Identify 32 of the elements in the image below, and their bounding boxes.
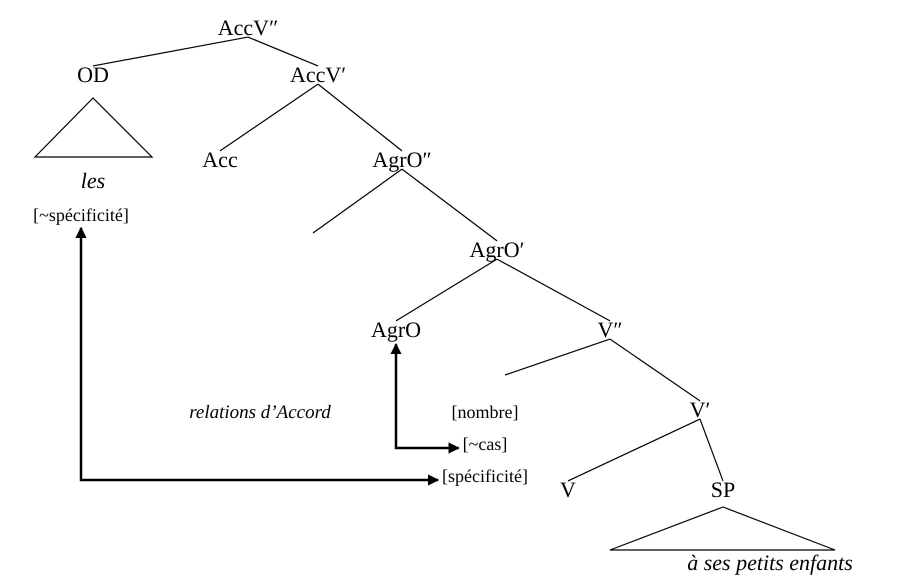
tree-branch	[318, 84, 402, 152]
category-label: AccV′	[290, 62, 346, 88]
category-label: AgrO	[370, 318, 422, 342]
tree-branch	[248, 36, 318, 66]
word-label: à ses petits enfants	[687, 550, 853, 576]
tree-branch	[402, 168, 498, 242]
double-arrow	[390, 342, 460, 454]
category-label: SP	[710, 478, 736, 502]
tree-branch	[396, 258, 498, 322]
tree-branch	[610, 338, 700, 402]
category-label: AccV″	[218, 16, 278, 40]
tree-branch	[699, 418, 724, 482]
category-label: V′	[690, 398, 710, 422]
annotation-label: relations d’Accord	[189, 402, 331, 424]
category-label: OD	[77, 62, 109, 88]
tree-branch	[504, 338, 610, 376]
tree-branch	[568, 418, 700, 482]
tree-branch	[220, 84, 318, 152]
tree-branch	[92, 36, 248, 66]
category-label: AgrO′	[470, 238, 524, 262]
double-arrow	[75, 226, 440, 486]
category-label: V	[560, 478, 576, 502]
feature-label: [~spécificité]	[33, 206, 129, 226]
feature-label: [~cas]	[462, 435, 508, 455]
tree-branch	[496, 258, 610, 322]
category-label: Acc	[202, 148, 238, 172]
feature-label: [nombre]	[452, 403, 518, 423]
category-label: V″	[597, 318, 623, 342]
word-label: les	[80, 168, 106, 194]
tree-branch	[312, 168, 402, 234]
feature-label: [spécificité]	[442, 467, 528, 487]
category-label: AgrO″	[372, 148, 432, 172]
